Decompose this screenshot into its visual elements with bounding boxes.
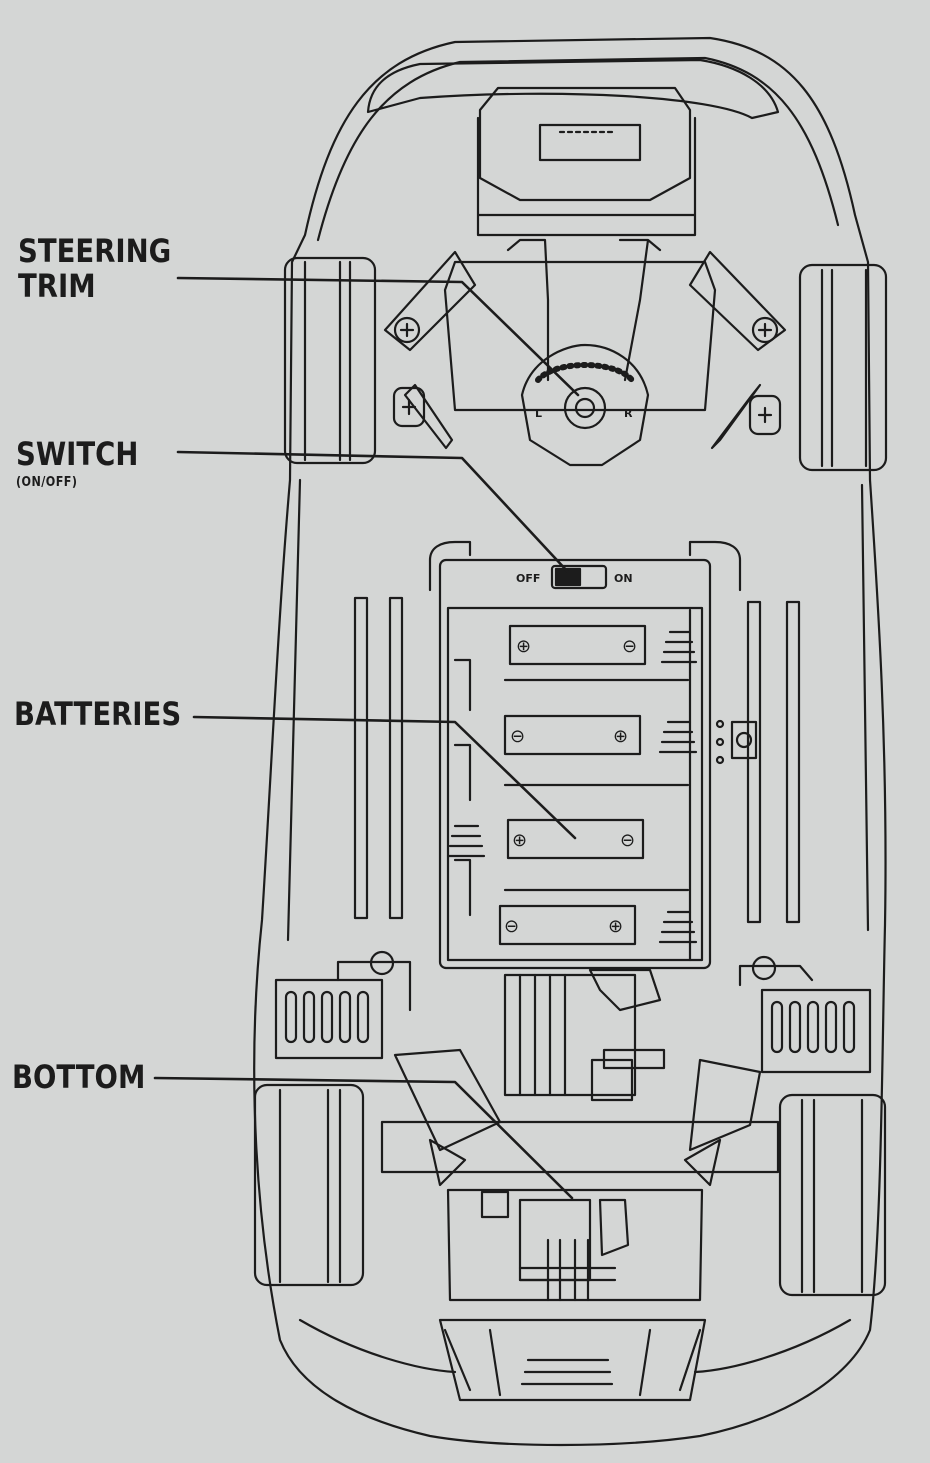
power-switch-on-label: ON — [614, 572, 633, 585]
trim-dial-scale — [535, 362, 635, 383]
steering-housing — [478, 86, 692, 202]
car-body-outline — [253, 36, 887, 1447]
trim-dial-hub — [574, 397, 596, 419]
battery-cell-2: ⊖ ⊕ — [503, 714, 698, 756]
battery-3-positive: ⊕ — [512, 830, 527, 851]
callout-switch-label: SWITCH — [16, 435, 139, 473]
steering-link-right — [618, 238, 662, 382]
power-switch — [550, 564, 608, 590]
callout-steering-trim-line1: STEERING — [18, 232, 172, 270]
trim-dial-left-label: L — [535, 407, 542, 420]
front-suspension-arm-right — [688, 250, 787, 352]
steering-rod-right — [710, 383, 762, 450]
leader-line-batteries — [192, 715, 577, 840]
callout-steering-trim-line2: TRIM — [18, 266, 96, 305]
car-body-inner-outline — [316, 56, 840, 242]
battery-cell-3: ⊕ ⊖ — [446, 818, 645, 860]
battery-2-positive: ⊕ — [613, 726, 628, 747]
rear-post-right — [751, 955, 777, 981]
rear-diffuser — [298, 1318, 852, 1402]
battery-4-negative: ⊖ — [504, 916, 519, 937]
callout-switch: SWITCH (ON/OFF) — [16, 437, 138, 490]
screw-front-right — [751, 316, 779, 344]
leader-line-switch — [176, 450, 570, 574]
battery-compartment-tabs — [428, 540, 742, 592]
battery-dividers — [453, 608, 692, 962]
battery-1-positive: ⊕ — [516, 636, 531, 657]
leader-line-bottom — [153, 1076, 574, 1200]
wheel-front-left — [283, 256, 377, 465]
callout-batteries-label: BATTERIES — [14, 695, 182, 733]
power-switch-slider — [554, 567, 582, 587]
gearbox — [503, 968, 666, 1102]
callout-bottom: BOTTOM — [12, 1060, 145, 1095]
rear-axle-assembly — [380, 1048, 780, 1302]
callout-switch-sub: (ON/OFF) — [16, 474, 78, 490]
power-switch-off-label: OFF — [516, 572, 540, 585]
wheel-rear-right — [778, 1093, 887, 1297]
battery-2-negative: ⊖ — [510, 726, 525, 747]
steering-servo — [538, 123, 642, 162]
battery-cell-1: ⊕ ⊖ — [508, 624, 698, 666]
screw-mid-right — [748, 394, 782, 436]
wheel-front-right — [798, 263, 888, 472]
trim-dial-knob — [563, 386, 607, 430]
battery-cell-4: ⊖ ⊕ — [498, 904, 698, 946]
rear-brackets — [336, 960, 814, 1012]
leader-line-steering-trim — [176, 276, 580, 397]
screw-front-left — [393, 316, 421, 344]
steering-frame — [476, 116, 697, 237]
battery-4-positive: ⊕ — [608, 916, 623, 937]
steering-rod-left — [403, 383, 454, 450]
battery-compartment-inner — [446, 606, 704, 962]
battery-3-negative: ⊖ — [620, 830, 635, 851]
screw-mid-left — [392, 386, 426, 428]
battery-compartment — [438, 558, 712, 970]
callout-bottom-label: BOTTOM — [12, 1058, 146, 1096]
rear-vent-right — [760, 988, 872, 1074]
callout-batteries: BATTERIES — [14, 697, 181, 732]
side-rails-right — [746, 483, 870, 932]
trim-dial-housing — [520, 343, 650, 467]
charge-jack — [715, 719, 758, 765]
front-nose-panel — [366, 58, 780, 120]
wheel-rear-left — [253, 1083, 365, 1287]
side-rails-left — [286, 478, 404, 942]
steering-link-left — [506, 238, 550, 382]
front-suspension-arm-left — [383, 250, 477, 352]
battery-1-negative: ⊖ — [622, 636, 637, 657]
callout-steering-trim: STEERING TRIM — [18, 234, 171, 303]
rear-vent-left — [274, 978, 384, 1060]
trim-dial-right-label: R — [624, 407, 633, 420]
